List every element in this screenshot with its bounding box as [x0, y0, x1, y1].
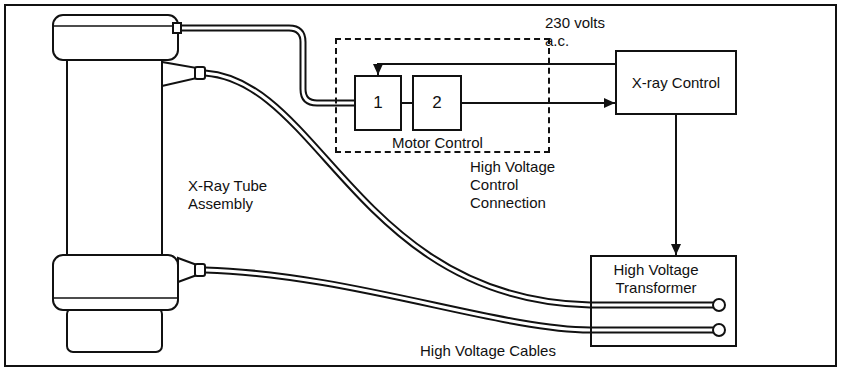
- control-unit-box: 1: [354, 75, 402, 131]
- terminal: [713, 299, 725, 311]
- connector: [462, 98, 615, 108]
- connector: [402, 103, 412, 104]
- control-box: X-ray Control: [615, 50, 737, 115]
- arrow-head: [373, 64, 383, 75]
- node-label: Motor Control: [392, 134, 483, 152]
- box-label: 2: [426, 94, 447, 112]
- arrow-head: [604, 98, 615, 108]
- tube-assembly: X-Ray Tube Assembly: [45, 12, 275, 357]
- control-unit-box: 2: [412, 75, 462, 131]
- arrow-head: [671, 244, 681, 255]
- box-label: X-ray Control: [626, 74, 726, 92]
- motor-control-group: Motor Control 1 2: [335, 38, 550, 153]
- box-label: 1: [367, 94, 388, 112]
- connector: [181, 28, 354, 103]
- connector-label: High Voltage Cables: [420, 342, 556, 360]
- transformer-box: High Voltage Transformer: [590, 255, 737, 347]
- connector-label: High Voltage Control Connection: [470, 158, 595, 212]
- terminal: [713, 324, 725, 336]
- connector: [671, 115, 681, 255]
- node-label: X-Ray Tube Assembly: [188, 177, 283, 213]
- node-label: High Voltage Transformer: [600, 261, 712, 297]
- connector-label: 230 volts a.c.: [545, 14, 613, 50]
- connector: [373, 64, 615, 75]
